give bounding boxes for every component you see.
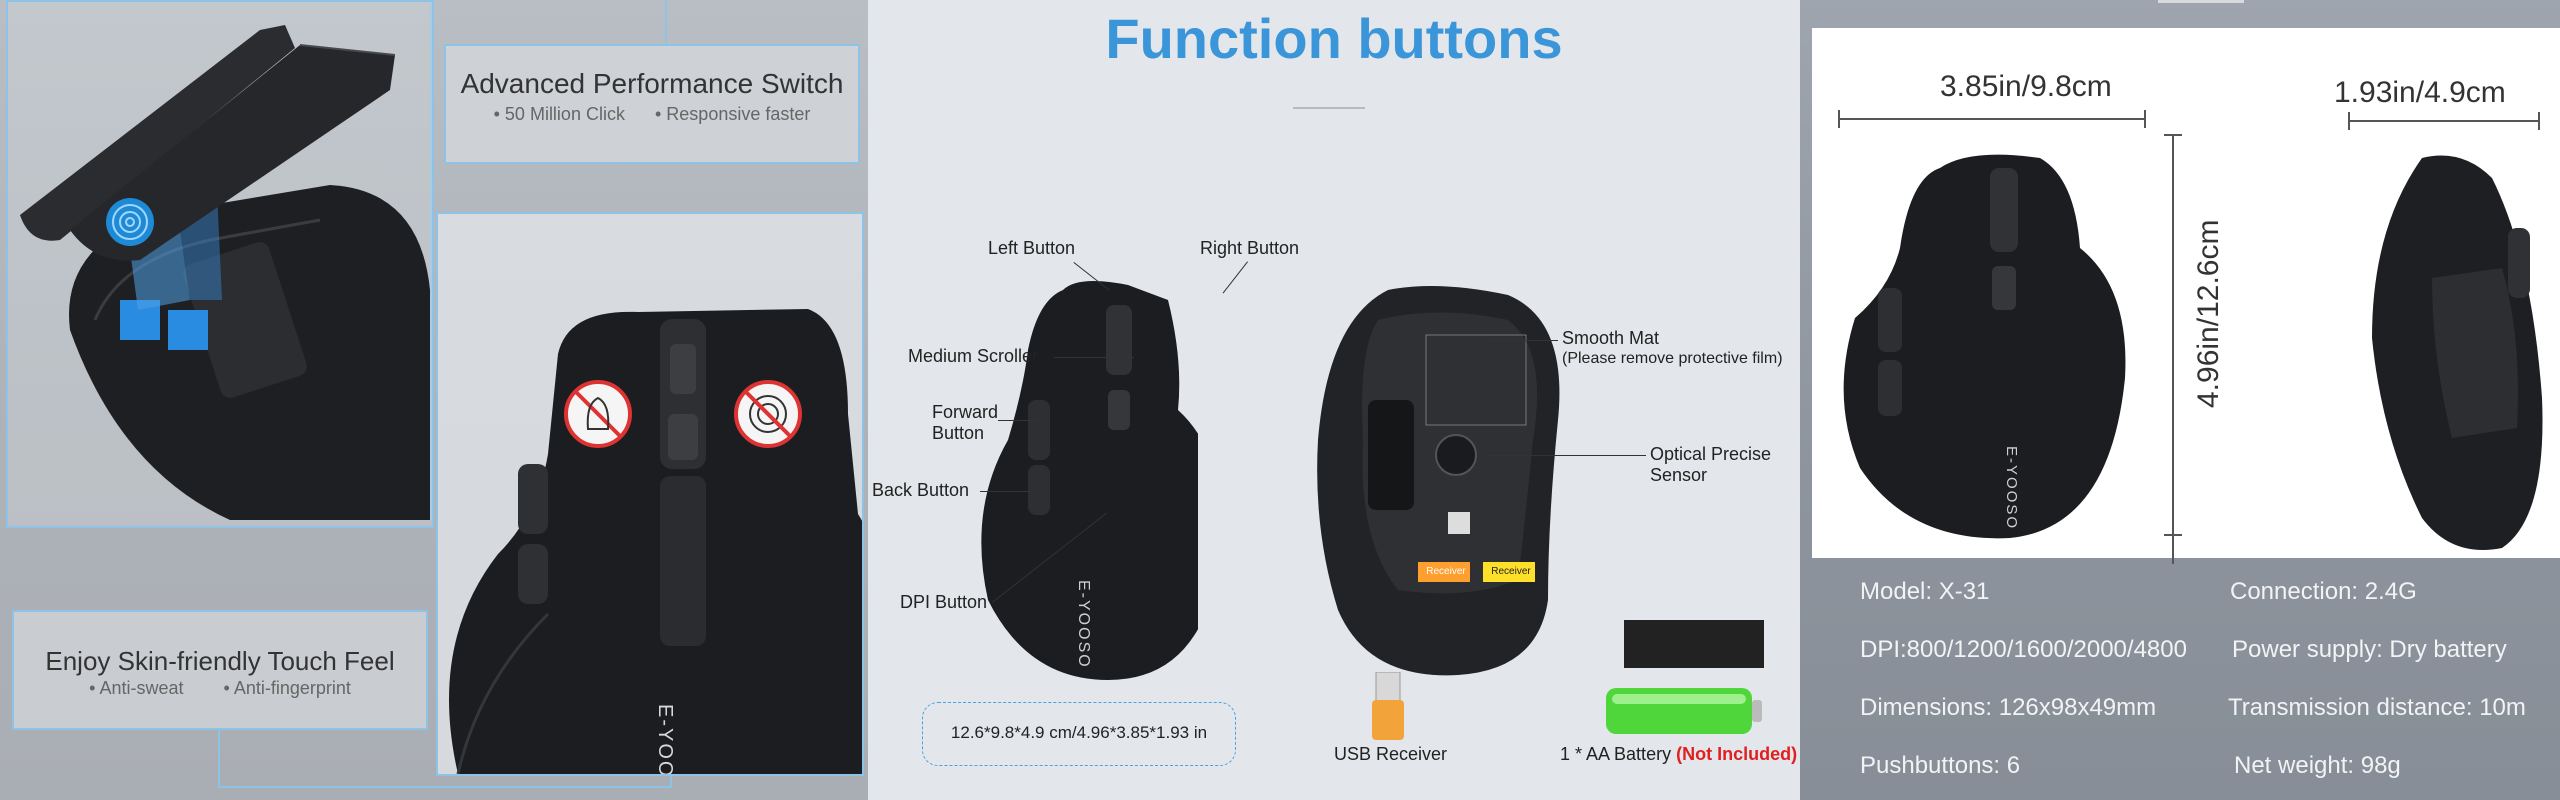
battery-image bbox=[1606, 620, 1764, 734]
leader-line bbox=[1488, 455, 1646, 456]
receiver-tag-orange: Receiver bbox=[1426, 566, 1466, 577]
leader-line bbox=[980, 491, 1030, 492]
touch-feel-title: Enjoy Skin-friendly Touch Feel bbox=[45, 646, 395, 676]
label-optical-line2: Sensor bbox=[1650, 465, 1708, 485]
depth-dimension-line bbox=[2348, 120, 2540, 122]
frame-line bbox=[665, 0, 667, 44]
touch-feel-card: Enjoy Skin-friendly Touch Feel Anti-swea… bbox=[12, 610, 428, 730]
label-usb-receiver: USB Receiver bbox=[1334, 744, 1448, 764]
battery-not-included: (Not Included) bbox=[1676, 744, 1798, 764]
exploded-mouse-illustration bbox=[20, 25, 430, 520]
brand-logo: E-YOOSO bbox=[654, 704, 676, 776]
function-buttons-panel: Function buttons E-YOOSO Receiver Receiv… bbox=[868, 0, 1800, 800]
label-battery: 1 * AA Battery (Not Included) bbox=[1560, 744, 1797, 765]
spec-transmission-distance: Transmission distance: 10m bbox=[2228, 694, 2526, 721]
mouse-top-view bbox=[1843, 154, 2126, 539]
spec-connection: Connection: 2.4G bbox=[2230, 578, 2417, 605]
dim-tick bbox=[2144, 110, 2146, 128]
brand-logo: E-YOOSO bbox=[1075, 580, 1092, 669]
mouse-top-view bbox=[981, 281, 1198, 680]
function-buttons-title: Function buttons bbox=[1105, 7, 1563, 70]
leader-line bbox=[1054, 357, 1134, 358]
performance-feature-list: 50 Million Click Responsive faster bbox=[446, 104, 858, 125]
label-forward-line1: Forward bbox=[932, 402, 999, 422]
spec-pushbuttons: Pushbuttons: 6 bbox=[1860, 752, 2021, 779]
specifications-panel: 3.85in/9.8cm 1.93in/4.9cm 4.96in/12.6cm … bbox=[1800, 0, 2560, 800]
dimensions-text: 12.6*9.8*4.9 cm/4.96*3.85*1.93 in bbox=[950, 723, 1208, 742]
depth-dimension-label: 1.93in/4.9cm bbox=[2334, 76, 2506, 109]
spec-power-supply: Power supply: Dry battery bbox=[2232, 636, 2507, 663]
leader-line bbox=[1222, 261, 1248, 294]
spec-net-weight: Net weight: 98g bbox=[2234, 752, 2401, 779]
feature-anti-sweat: Anti-sweat bbox=[89, 678, 183, 698]
dim-tick bbox=[2164, 534, 2182, 536]
label-medium-scroller: Medium Scroller bbox=[908, 346, 1039, 366]
brand-logo: E-YOOSO bbox=[2003, 446, 2020, 531]
label-dpi-button: DPI Button bbox=[900, 592, 988, 612]
label-back-button: Back Button bbox=[872, 480, 970, 500]
dim-tick bbox=[1838, 110, 1840, 128]
mouse-side-view bbox=[2372, 155, 2543, 550]
label-optical-sensor: Optical Precise Sensor bbox=[1650, 444, 1771, 486]
label-optical-line1: Optical Precise bbox=[1650, 444, 1772, 464]
receiver-tag-yellow: Receiver bbox=[1491, 566, 1531, 577]
performance-switch-card: Advanced Performance Switch 50 Million C… bbox=[444, 44, 860, 164]
width-dimension-line bbox=[1838, 118, 2146, 120]
touch-closeup-frame: E-YOOSO bbox=[436, 212, 864, 776]
height-dimension-line bbox=[2172, 134, 2174, 564]
label-smooth-mat: Smooth Mat bbox=[1562, 328, 1660, 348]
usb-receiver-image bbox=[1372, 672, 1404, 740]
dim-tick bbox=[2348, 112, 2350, 130]
dimensions-card: 3.85in/9.8cm 1.93in/4.9cm 4.96in/12.6cm … bbox=[1812, 28, 2560, 564]
mouse-closeup-illustration bbox=[449, 309, 862, 774]
performance-switch-title: Advanced Performance Switch bbox=[460, 68, 844, 99]
width-dimension-label: 3.85in/9.8cm bbox=[1940, 70, 2112, 103]
spec-dpi: DPI:800/1200/1600/2000/4800 bbox=[1860, 636, 2187, 663]
dim-tick bbox=[2164, 134, 2182, 136]
label-forward-line2: Button bbox=[932, 423, 985, 443]
feature-50-million-click: 50 Million Click bbox=[494, 104, 625, 124]
frame-line bbox=[430, 0, 432, 520]
leader-line bbox=[998, 420, 1038, 421]
dimensions-callout: 12.6*9.8*4.9 cm/4.96*3.85*1.93 in bbox=[922, 702, 1236, 766]
spec-dimensions: Dimensions: 126x98x49mm bbox=[1860, 694, 2157, 721]
title-divider bbox=[1293, 107, 1365, 109]
height-dimension-label: 4.96in/12.6cm bbox=[2192, 219, 2225, 408]
label-forward-button: Forward Button bbox=[932, 402, 998, 444]
left-feature-panel: Advanced Performance Switch 50 Million C… bbox=[0, 0, 868, 800]
leader-line bbox=[1488, 340, 1558, 341]
battery-text: 1 * AA Battery bbox=[1560, 744, 1672, 764]
feature-anti-fingerprint: Anti-fingerprint bbox=[224, 678, 351, 698]
label-left-button: Left Button bbox=[988, 238, 1076, 258]
touch-feature-list: Anti-sweat Anti-fingerprint bbox=[14, 678, 426, 699]
mouse-bottom-view bbox=[1317, 286, 1560, 676]
label-right-button: Right Button bbox=[1200, 238, 1300, 258]
top-accent-bar bbox=[2158, 0, 2244, 3]
label-smooth-mat-note: (Please remove protective film) bbox=[1562, 350, 1783, 367]
spec-model: Model: X-31 bbox=[1860, 578, 1990, 605]
dim-tick bbox=[2538, 112, 2540, 130]
feature-responsive-faster: Responsive faster bbox=[655, 104, 810, 124]
